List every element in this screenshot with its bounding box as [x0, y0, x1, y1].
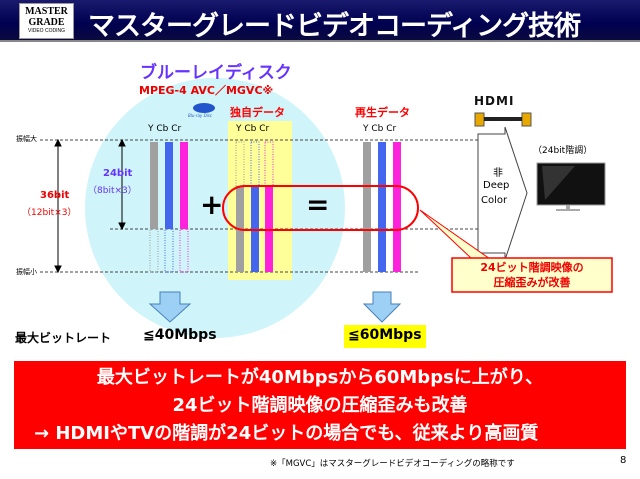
- unique-data-label: 独自データ: [230, 106, 285, 119]
- banner-line-3: → HDMIやTVの階調が24ビットの場合でも、従来より高画質: [34, 423, 539, 444]
- down-arrow-bd: [148, 291, 192, 323]
- bitrate-bd: ≦40Mbps: [143, 327, 217, 343]
- tv-icon: [536, 162, 606, 211]
- disc-title: ブルーレイディスク: [140, 63, 292, 83]
- bits36-label: 36bit: [40, 190, 70, 201]
- amp-max-label: 振幅大: [16, 135, 37, 143]
- banner-line-2: 24ビット階調映像の圧縮歪みも改善: [172, 395, 468, 416]
- bitrate-new: ≦60Mbps: [348, 327, 422, 343]
- callout-text: 24ビット階調映像の圧縮歪みが改善: [480, 261, 584, 289]
- equals-sign: =: [306, 188, 330, 221]
- banner-line-1: 最大ビットレートが40Mbpsから60Mbpsに上がり、: [96, 367, 544, 388]
- bluray-logo-text: Blu-ray Disc: [188, 113, 213, 118]
- non-deep-3: Color: [481, 195, 508, 206]
- bar-cr-3: [393, 142, 401, 272]
- non-deep-color-arrow: [477, 126, 528, 261]
- bits24-label: 24bit: [103, 168, 133, 179]
- bits24-sub: （8bit×3）: [88, 186, 137, 196]
- slide-title: マスターグレードビデオコーディング技術: [88, 11, 581, 42]
- bits36-sub: （12bit×3）: [22, 208, 77, 218]
- bluray-logo-icon: [193, 103, 215, 113]
- hdmi-cable-icon: [474, 112, 532, 127]
- bar-cb-1: [165, 142, 173, 229]
- amp-min-label: 振幅小: [16, 268, 37, 276]
- bar-cb-3: [378, 142, 386, 272]
- non-deep-2: Deep: [483, 180, 510, 191]
- summary-banner: 最大ビットレートが40Mbpsから60Mbpsに上がり、 24ビット階調映像の圧…: [14, 361, 626, 449]
- bitrate-new-highlight: [344, 325, 426, 348]
- page-number: 8: [620, 455, 627, 466]
- highlight-pill: [222, 185, 419, 231]
- channels-label-1: Y Cb Cr: [148, 124, 182, 134]
- bar-y-3: [363, 142, 371, 272]
- channels-label-2: Y Cb Cr: [236, 124, 270, 134]
- non-deep-1: 非: [493, 168, 503, 179]
- channels-label-3: Y Cb Cr: [363, 124, 397, 134]
- tv-label: （24bit階調）: [533, 146, 593, 156]
- codec-label: MPEG-4 AVC／MGVC※: [139, 84, 274, 97]
- bar-cr-1: [180, 142, 188, 229]
- plus-sign: +: [200, 188, 224, 221]
- down-arrow-new: [362, 291, 402, 323]
- callout-box: [451, 257, 613, 293]
- bar-y-1: [150, 142, 158, 229]
- playback-data-label: 再生データ: [355, 106, 410, 119]
- hdmi-logo: HDMI: [474, 94, 515, 108]
- footnote: ※「MGVC」はマスターグレードビデオコーディングの略称です: [270, 459, 515, 469]
- max-bitrate-label: 最大ビットレート: [15, 331, 112, 345]
